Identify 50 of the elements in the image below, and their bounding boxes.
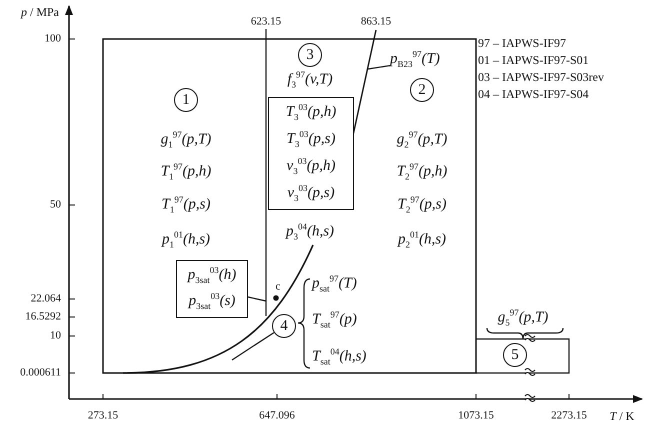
- note: 04 – IAPWS-IF97-S04: [478, 88, 589, 100]
- note: 03 – IAPWS-IF97-S03rev: [478, 71, 604, 83]
- formula: T$_{1}$$^{97}$(p,s): [162, 196, 210, 214]
- formula: p$_{3sat}$$^{03}$(s): [188, 292, 236, 312]
- formula: p$_{2}$$^{01}$(h,s): [398, 230, 446, 250]
- tick-label: 623.15: [250, 16, 282, 28]
- tick-label: 16.5292: [25, 312, 61, 322]
- formula: T$_{2}$$^{97}$(p,h): [396, 162, 448, 182]
- formula: v$_{3}$$^{03}$(p,s): [287, 184, 335, 204]
- tick-label: 273.15: [88, 410, 118, 422]
- tick-label: 100: [44, 34, 61, 44]
- note: 01 – IAPWS-IF97-S01: [478, 54, 589, 66]
- tick-label: 0.000611: [20, 368, 61, 378]
- tick-label: 863.15: [360, 16, 392, 28]
- formula-box: [176, 260, 248, 318]
- axis-title: T / K: [610, 410, 634, 422]
- formula: p$_{B23}$$^{97}$(T): [390, 50, 440, 69]
- leader-line: [368, 65, 390, 70]
- region-number: 2: [410, 78, 434, 102]
- axis-title: p / MPa: [21, 6, 59, 18]
- formula: T$_{1}$$^{97}$(p,h): [160, 162, 212, 182]
- region-number: 5: [503, 343, 527, 367]
- formula: T$_{3}$$^{03}$(p,h): [286, 103, 336, 124]
- region-number: 4: [272, 314, 296, 338]
- leader-line: [248, 296, 266, 302]
- formula: f$_{3}$$^{97}$(v,T): [287, 70, 333, 90]
- formula: v$_{3}$$^{03}$(p,h): [286, 156, 336, 177]
- formula: T$_{3}$$^{03}$(p,s): [286, 130, 336, 150]
- tick-label: 2273.15: [551, 410, 587, 422]
- formula: T$_{sat}$$^{97}$(p): [312, 310, 357, 330]
- leader-line: [232, 332, 274, 360]
- formula: g$_{2}$$^{97}$(p,T): [396, 130, 448, 150]
- formula: T$_{2}$$^{97}$(p,s): [398, 196, 446, 214]
- formula: p$_{sat}$$^{97}$(T): [312, 274, 357, 294]
- formula: p$_{1}$$^{01}$(h,s): [162, 230, 210, 250]
- formula: p$_{3}$$^{04}$(h,s): [286, 222, 334, 242]
- tick-label: 22.064: [30, 294, 61, 304]
- formula: T$_{sat}$$^{04}$(h,s): [312, 348, 366, 366]
- formula: p$_{3sat}$$^{03}$(h): [188, 266, 236, 286]
- tick-label: 647.096: [259, 410, 295, 422]
- tick-label: 50: [50, 200, 61, 210]
- formula: g$_{5}$$^{97}$(p,T): [498, 308, 548, 328]
- formula-box: [268, 97, 354, 210]
- tick-label: 1073.15: [458, 410, 494, 422]
- region-number: 1: [174, 88, 198, 112]
- note: 97 – IAPWS-IF97: [478, 37, 566, 49]
- point-label: c: [276, 282, 280, 292]
- region-number: 3: [298, 43, 322, 67]
- formula: g$_{1}$$^{97}$(p,T): [160, 130, 212, 150]
- tick-label: 10: [50, 330, 61, 342]
